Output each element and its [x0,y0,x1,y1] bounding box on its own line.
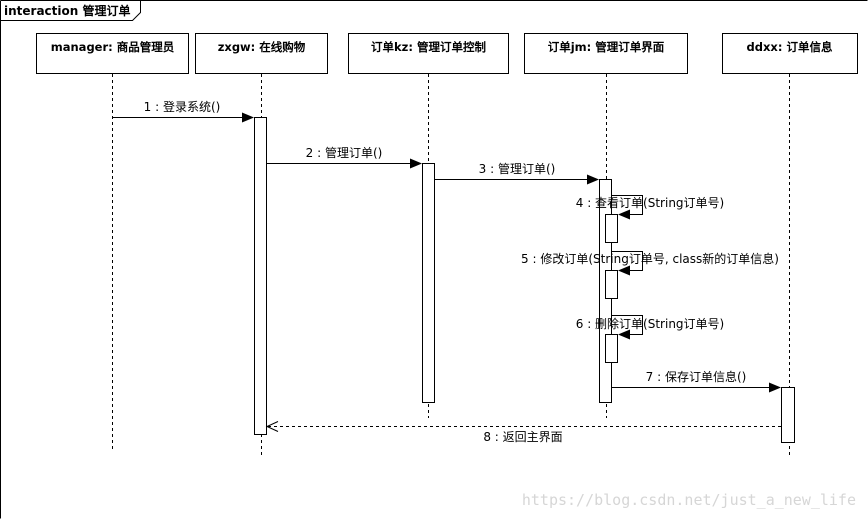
arrowhead-5-icon [618,265,630,276]
message-3[interactable]: 3 : 管理订单() [434,161,600,185]
message-label-5: 5 : 修改订单(String订单号, class新的订单信息) [521,251,779,266]
lifeline-label-jm: 订单jm: 管理订单界面 [548,40,665,54]
message-label-6: 6 : 删除订单(String订单号) [576,316,724,331]
arrowhead-3-icon [587,174,599,185]
activation-kz [422,163,435,403]
message-4[interactable]: 4 : 查看订单(String订单号) [576,195,724,220]
lifeline-ddxx[interactable]: ddxx: 订单信息 [722,33,858,456]
lifeline-zxgw[interactable]: zxgw: 在线购物 [195,33,328,456]
activation-jm-self-4 [605,214,618,243]
lifeline-head-jm[interactable] [524,33,688,74]
activation-jm-self-6 [605,334,618,363]
message-line-6 [611,315,643,335]
message-label-2: 2 : 管理订单() [306,145,383,160]
message-line-4 [611,195,643,215]
arrowhead-8-icon [265,421,279,432]
message-label-3: 3 : 管理订单() [479,161,556,176]
message-1[interactable]: 1 : 登录系统() [112,99,255,123]
message-line-5 [611,251,643,271]
frame-title: interaction 管理订单 [4,3,130,18]
activation-ddxx [781,387,795,443]
message-2[interactable]: 2 : 管理订单() [266,145,423,169]
arrowhead-6-icon [618,329,630,340]
lifeline-head-kz[interactable] [348,33,509,74]
lifeline-label-manager: manager: 商品管理员 [51,40,175,54]
activation-zxgw [254,117,267,435]
message-6[interactable]: 6 : 删除订单(String订单号) [576,315,724,340]
lifeline-kz[interactable]: 订单kz: 管理订单控制 [348,33,509,419]
lifeline-head-manager[interactable] [36,33,189,74]
lifeline-label-kz: 订单kz: 管理订单控制 [371,40,486,54]
message-label-1: 1 : 登录系统() [144,99,221,114]
lifeline-head-ddxx[interactable] [722,33,858,74]
arrowhead-7-icon [769,382,781,393]
lifeline-jm[interactable]: 订单jm: 管理订单界面 [524,33,688,419]
arrowhead-4-icon [618,209,630,220]
frame-tab [0,0,141,21]
arrowhead-1-icon [242,112,254,123]
activation-jm-self-5 [605,270,618,299]
lifeline-head-zxgw[interactable] [195,33,328,74]
message-label-7: 7 : 保存订单信息() [646,369,747,384]
message-7[interactable]: 7 : 保存订单信息() [611,369,782,393]
lifeline-manager[interactable]: manager: 商品管理员 [36,33,189,453]
message-8[interactable]: 8 : 返回主界面 [265,421,781,445]
watermark-text: https://blog.csdn.net/just_a_new_life [522,491,856,509]
message-5[interactable]: 5 : 修改订单(String订单号, class新的订单信息) [521,251,779,276]
lifeline-label-zxgw: zxgw: 在线购物 [218,40,306,54]
message-label-8: 8 : 返回主界面 [483,430,562,444]
arrowhead-2-icon [410,158,422,169]
lifeline-label-ddxx: ddxx: 订单信息 [747,40,833,54]
message-label-4: 4 : 查看订单(String订单号) [576,196,724,210]
